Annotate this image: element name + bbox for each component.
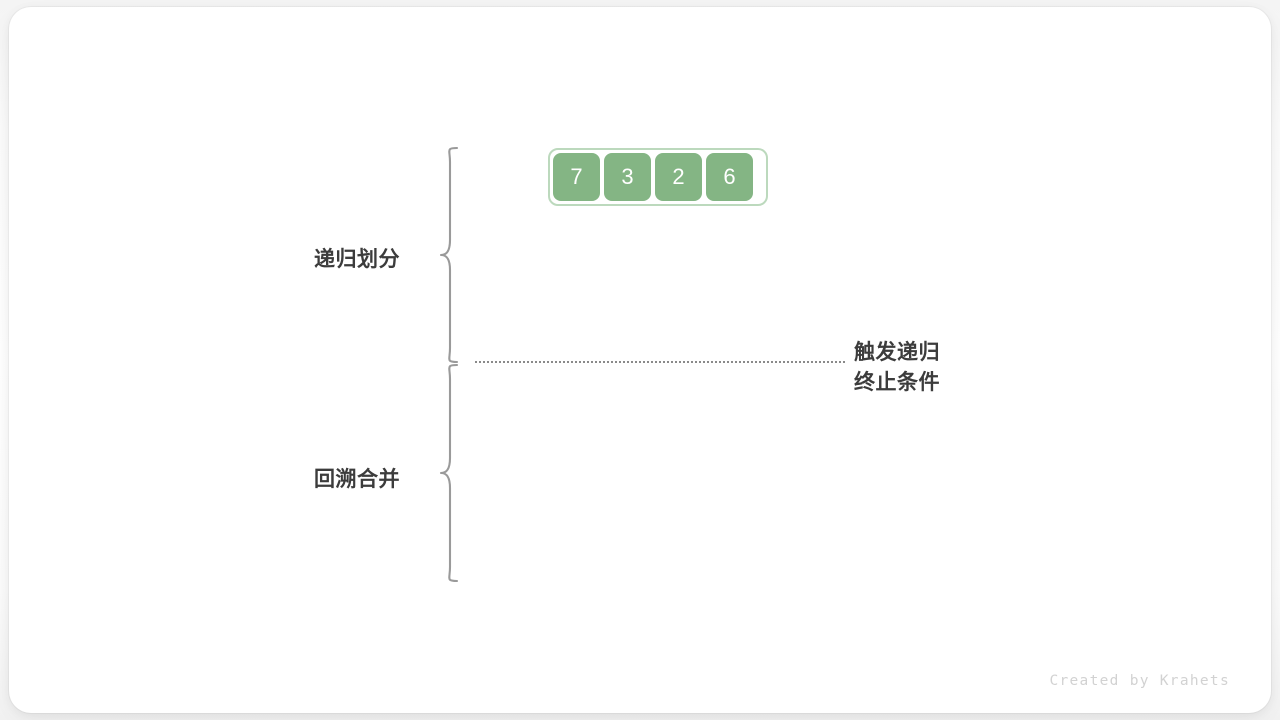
array-cell: 2 [655,153,702,201]
termination-condition-note: 触发递归 终止条件 [854,338,940,398]
merge-brace-icon [439,363,459,583]
array-container: 7 3 2 6 [548,148,768,206]
recursion-boundary-divider [475,361,845,363]
array-cell: 3 [604,153,651,201]
termination-note-line-2: 终止条件 [854,371,940,394]
termination-note-line-1: 触发递归 [854,341,940,364]
divide-brace-icon [439,146,459,364]
array-cell: 7 [553,153,600,201]
array-cell: 6 [706,153,753,201]
credit-text: Created by Krahets [1049,673,1230,689]
diagram-card: 7 3 2 6 递归划分 回溯合并 触发递归 终止条件 Created by K… [9,7,1271,713]
stage-label-divide: 递归划分 [314,248,400,271]
stage-label-merge: 回溯合并 [314,468,400,491]
